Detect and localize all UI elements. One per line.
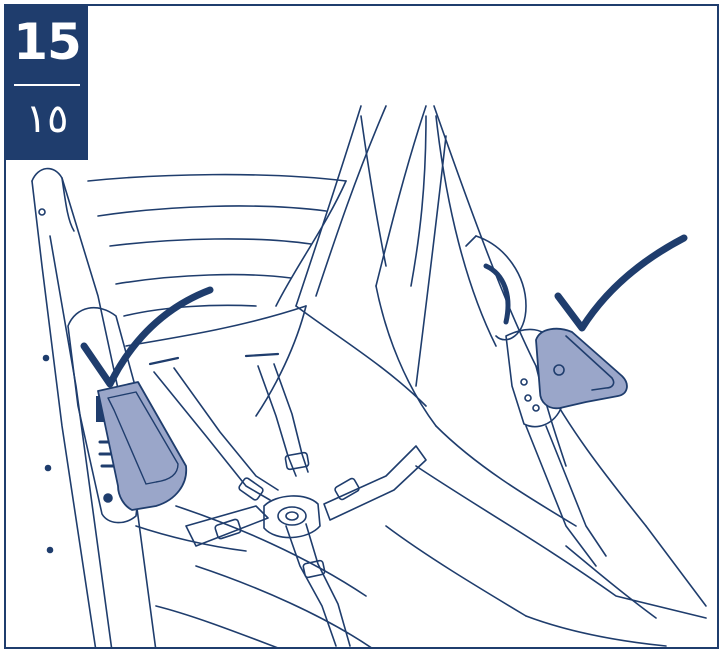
- step-divider: [14, 84, 80, 86]
- canopy-fabric: [256, 106, 706, 606]
- step-number-arabic: ١٥: [6, 88, 88, 150]
- step-badge: 15 ١٥: [6, 6, 88, 160]
- seat-back-padding: [88, 175, 346, 346]
- illustration-frame: 15 ١٥: [4, 4, 719, 649]
- harness-buckle: [264, 496, 320, 538]
- left-release-button: [98, 382, 186, 510]
- checkmark-icon: [558, 238, 684, 328]
- right-release-button: [536, 329, 627, 409]
- stroller-seat-illustration: [6, 6, 719, 649]
- step-number-latin: 15: [6, 12, 88, 72]
- checkmark-icon: [84, 290, 210, 384]
